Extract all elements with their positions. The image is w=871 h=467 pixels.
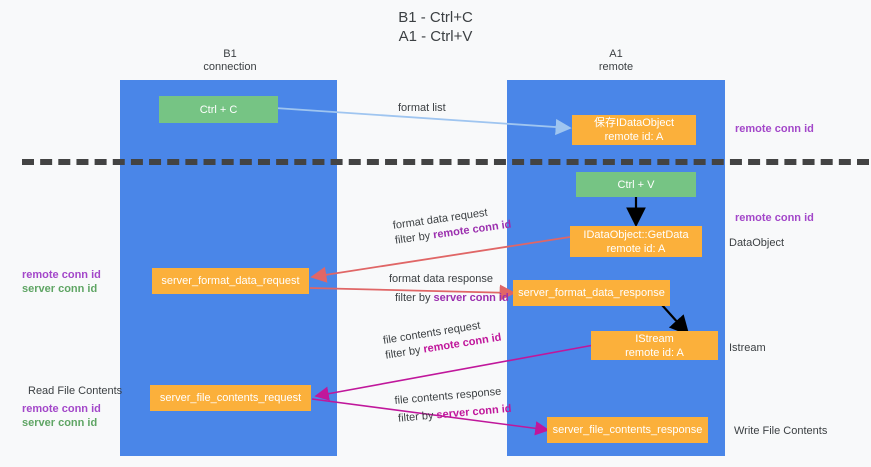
filter-by-highlight-4: server conn id	[436, 402, 512, 422]
node-save-idataobject-line1: 保存IDataObject	[593, 117, 675, 129]
side-label-dataobject: DataObject	[729, 237, 785, 249]
column-header-b1-sub: connection	[203, 61, 257, 73]
side-label-left-server-conn-id-2: server conn id	[22, 417, 98, 429]
column-header-a1: A1 remote	[536, 48, 696, 74]
node-server-file-contents-response-label: server_file_contents_response	[552, 424, 703, 436]
node-server-format-data-request[interactable]: server_format_data_request	[152, 268, 309, 294]
edge-caption-format-data-response-line1: format data response	[389, 273, 493, 285]
node-istream[interactable]: IStream remote id: A	[591, 331, 718, 360]
side-label-write-file-contents: Write File Contents	[734, 425, 828, 437]
node-idataobject-getdata[interactable]: IDataObject::GetData remote id: A	[570, 226, 702, 257]
node-server-file-contents-response[interactable]: server_file_contents_response	[547, 417, 708, 443]
edge-caption-format-list: format list	[398, 102, 446, 114]
column-header-b1-name: B1	[223, 48, 237, 60]
node-istream-line2: remote id: A	[625, 346, 684, 359]
column-header-a1-name: A1	[609, 48, 623, 60]
node-server-file-contents-request-label: server_file_contents_request	[159, 392, 302, 404]
edge-caption-file-contents-response: file contents response filter by server …	[394, 384, 512, 427]
filter-by-prefix-4: filter by	[397, 409, 438, 425]
side-label-remote-conn-id-top: remote conn id	[735, 123, 814, 135]
node-server-format-data-request-label: server_format_data_request	[161, 275, 300, 287]
column-header-b1: B1 connection	[150, 48, 310, 74]
title-line-2: A1 - Ctrl+V	[398, 28, 473, 45]
node-server-format-data-response-label: server_format_data_response	[518, 287, 665, 299]
node-server-format-data-response[interactable]: server_format_data_response	[513, 280, 670, 306]
side-label-left-remote-conn-id-2: remote conn id	[22, 403, 101, 415]
edge-caption-format-data-request: format data request filter by remote con…	[392, 203, 512, 249]
node-save-idataobject[interactable]: 保存IDataObject remote id: A	[572, 115, 696, 145]
node-ctrl-c[interactable]: Ctrl + C	[159, 96, 278, 123]
node-ctrl-c-label: Ctrl + C	[199, 103, 238, 116]
node-server-file-contents-request[interactable]: server_file_contents_request	[150, 385, 311, 411]
filter-by-prefix-2: filter by	[395, 292, 434, 304]
filter-by-prefix-1: filter by	[394, 229, 435, 247]
side-label-remote-conn-id-mid: remote conn id	[735, 212, 814, 224]
side-label-read-file-contents: Read File Contents	[28, 385, 123, 397]
edge-caption-file-contents-request: file contents request filter by remote c…	[382, 316, 503, 364]
title-line-1: B1 - Ctrl+C	[398, 9, 473, 26]
side-label-left-remote-conn-id: remote conn id	[22, 269, 101, 281]
node-save-idataobject-line2: remote id: A	[604, 131, 664, 143]
node-idataobject-getdata-line2: remote id: A	[606, 242, 666, 255]
column-header-a1-sub: remote	[598, 61, 634, 73]
page-title: B1 - Ctrl+C A1 - Ctrl+V	[0, 8, 871, 46]
side-label-istream: Istream	[729, 342, 766, 354]
edge-caption-format-data-response: format data response filter by server co…	[389, 272, 509, 306]
node-ctrl-v-label: Ctrl + V	[617, 178, 655, 191]
node-ctrl-v[interactable]: Ctrl + V	[576, 172, 696, 197]
node-idataobject-getdata-line1: IDataObject::GetData	[583, 228, 689, 241]
edge-caption-format-data-response-line2: filter by server conn id	[389, 287, 509, 306]
side-label-left-server-conn-id: server conn id	[22, 283, 98, 295]
node-istream-line1: IStream	[635, 332, 674, 345]
phase-separator-dashed-line	[22, 159, 869, 165]
filter-by-highlight-2: server conn id	[433, 292, 509, 304]
